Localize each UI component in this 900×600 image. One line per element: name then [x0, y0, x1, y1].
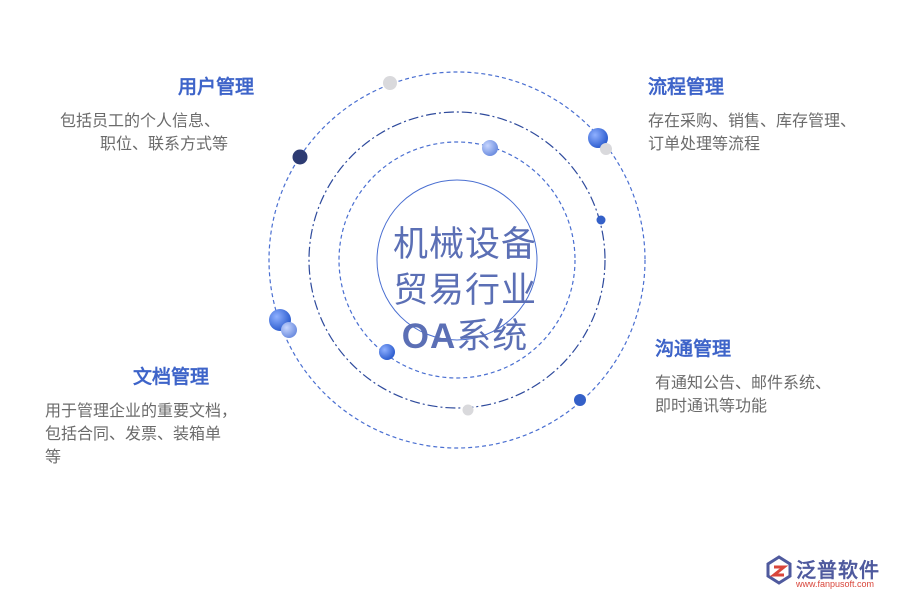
center-title-line2: 贸易行业: [392, 271, 537, 311]
document-management-desc-line: 等: [45, 447, 62, 466]
user-management-heading: 用户管理: [178, 76, 255, 98]
document-management-desc-line: 包括合同、发票、装箱单: [45, 424, 222, 443]
orbit-dot-grey-right-top: [600, 143, 612, 155]
middle-orbit-ring: [308, 111, 606, 409]
process-management-desc-line: 存在采购、销售、库存管理、: [648, 111, 857, 130]
user-management-desc: 包括员工的个人信息、 职位、联系方式等: [60, 109, 290, 155]
process-management-desc-line: 订单处理等流程: [648, 134, 761, 153]
process-management-desc: 存在采购、销售、库存管理、 订单处理等流程: [648, 109, 898, 155]
communication-management-block: 沟通管理 有通知公告、邮件系统、 即时通讯等功能: [655, 334, 895, 417]
center-ring: [376, 179, 538, 341]
center-title-system: 系统: [456, 317, 529, 357]
outer-orbit-ring: [268, 71, 646, 449]
fanpusoft-logo: 泛普软件 www.fanpusoft.com: [766, 553, 894, 593]
user-management-block: 用户管理 包括员工的个人信息、 职位、联系方式等: [60, 72, 290, 155]
user-management-desc-line: 包括员工的个人信息、: [60, 111, 221, 130]
document-management-block: 文档管理 用于管理企业的重要文档， 包括合同、发票、装箱单 等: [45, 362, 275, 468]
orbit-dot-grey-bottom: [462, 404, 474, 416]
process-management-heading: 流程管理: [648, 76, 725, 98]
logo-name: 泛普软件: [796, 558, 880, 582]
user-management-desc-line: 职位、联系方式等: [100, 134, 229, 153]
orbit-dot-blue-right-bottom: [574, 394, 586, 406]
orbit-dot-light-inner: [482, 140, 498, 156]
center-title-line3: OA系统: [350, 314, 580, 360]
communication-management-desc-line: 有通知公告、邮件系统、: [655, 373, 832, 392]
inner-orbit-ring: [338, 141, 576, 379]
process-management-block: 流程管理 存在采购、销售、库存管理、 订单处理等流程: [648, 72, 898, 155]
communication-management-heading: 沟通管理: [655, 338, 732, 360]
orbit-dot-navy-left: [292, 149, 308, 165]
document-management-desc-line: 用于管理企业的重要文档，: [45, 401, 238, 420]
center-title: 机械设备 贸易行业 OA系统: [350, 222, 580, 360]
orbit-dot-light-left: [281, 322, 297, 338]
orbit-dot-small-right: [596, 215, 606, 225]
logo-mark-icon: [766, 555, 792, 585]
communication-management-desc: 有通知公告、邮件系统、 即时通讯等功能: [655, 371, 895, 417]
communication-management-desc-line: 即时通讯等功能: [655, 396, 768, 415]
orbit-dot-blue-inner-bottom: [379, 344, 395, 360]
orbit-dot-blue-right-top: [588, 128, 608, 148]
center-title-oa: OA: [401, 317, 457, 356]
logo-url: www.fanpusoft.com: [796, 579, 875, 589]
document-management-heading: 文档管理: [133, 366, 210, 388]
center-title-line1: 机械设备: [392, 225, 537, 265]
orbit-dot-grey-top: [383, 76, 397, 90]
document-management-desc: 用于管理企业的重要文档， 包括合同、发票、装箱单 等: [45, 399, 275, 468]
